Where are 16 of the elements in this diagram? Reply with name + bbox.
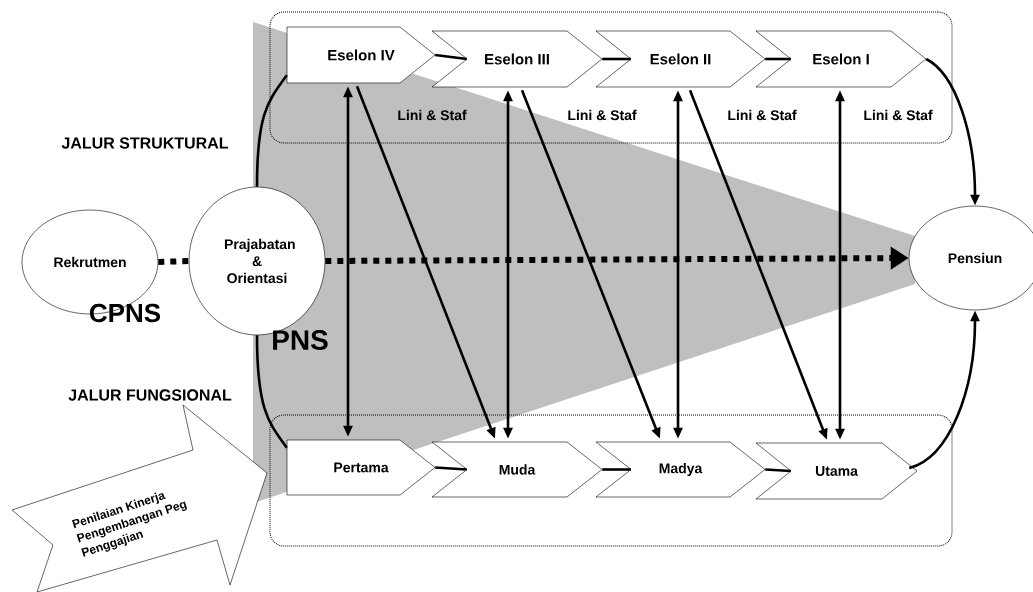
label-text: Lini & Staf — [728, 109, 797, 121]
chevron-box: Madya — [595, 441, 766, 498]
label-text: JALUR STRUKTURAL — [61, 137, 229, 149]
label-text: Lini & Staf — [864, 109, 933, 121]
node-label: Pensiun — [948, 252, 1002, 264]
label-text: Lini & Staf — [568, 109, 637, 121]
chevron-box: Eselon III — [431, 30, 603, 88]
label-text: Lini & Staf — [398, 109, 467, 121]
chevron-box: Pertama — [286, 439, 436, 496]
chevron-box: Eselon I — [755, 30, 927, 88]
chevron-box: Eselon IV — [286, 26, 436, 84]
group-frame — [269, 414, 953, 547]
chevron-box: Eselon II — [595, 30, 766, 88]
chevron-box: Muda — [431, 441, 603, 498]
group-frame — [269, 11, 953, 144]
chevron-box: Utama — [755, 442, 918, 500]
